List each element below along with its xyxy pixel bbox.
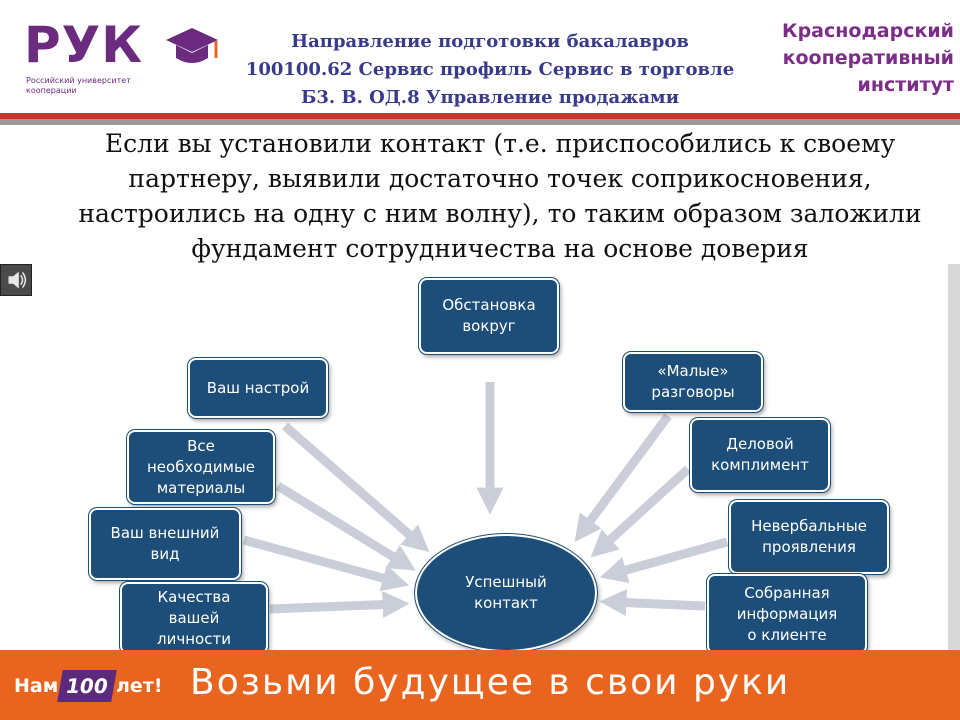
graduation-cap-icon bbox=[166, 28, 218, 63]
diagram-arrows bbox=[242, 382, 729, 619]
node-surroundings: Обстановка вокруг bbox=[419, 278, 559, 354]
node-small-talk: «Малые» разговоры bbox=[623, 352, 763, 412]
course-line-3: Б3. В. ОД.8 Управление продажами bbox=[300, 87, 680, 108]
footer-slogan: Возьми будущее в свои руки bbox=[190, 662, 791, 703]
arrow-right-3 bbox=[599, 537, 729, 584]
badge-prefix: Нам bbox=[14, 675, 59, 697]
speaker-icon[interactable] bbox=[0, 264, 32, 296]
node-materials: Все необходимые материалы bbox=[127, 430, 275, 504]
arrow-right-4 bbox=[599, 589, 706, 617]
header-divider-grey bbox=[0, 119, 960, 125]
badge-number: 100 bbox=[57, 670, 117, 702]
arrow-left-1 bbox=[282, 422, 430, 553]
node-business-compliment: Деловой комплимент bbox=[690, 418, 830, 492]
header-divider-red bbox=[0, 113, 960, 119]
node-personal-qualities: Качества вашей личности bbox=[120, 582, 268, 654]
node-successful-contact: Успешный контакт bbox=[415, 534, 597, 652]
institute-line-1: Краснодарский bbox=[782, 20, 954, 42]
arrow-left-2 bbox=[275, 482, 416, 571]
institute-name: Краснодарский кооперативный институт bbox=[762, 18, 954, 99]
badge-suffix: лет! bbox=[116, 675, 163, 697]
university-logo: РУК Российский университет кооперации bbox=[20, 14, 220, 104]
course-line-2: 100100.62 Сервис профиль Сервис в торгов… bbox=[245, 59, 735, 80]
header: РУК Российский университет кооперации На… bbox=[0, 0, 960, 125]
logo-subtitle: Российский университет кооперации bbox=[26, 76, 131, 95]
footer-banner: Нам 100 лет! Возьми будущее в свои руки bbox=[0, 650, 960, 720]
arrow-right-2 bbox=[590, 465, 692, 558]
course-title: Направление подготовки бакалавров 100100… bbox=[230, 28, 750, 112]
node-client-info: Собранная информация о клиенте bbox=[707, 574, 867, 654]
slide-edge-shadow bbox=[948, 264, 960, 656]
node-appearance: Ваш внешний вид bbox=[89, 508, 241, 580]
institute-line-2: кооперативный bbox=[782, 47, 954, 69]
course-line-1: Направление подготовки бакалавров bbox=[291, 31, 689, 52]
node-nonverbal: Невербальные проявления bbox=[729, 500, 889, 574]
arrow-left-4 bbox=[269, 591, 410, 619]
arrow-left-3 bbox=[242, 535, 410, 592]
intro-paragraph: Если вы установили контакт (т.е. приспос… bbox=[78, 129, 922, 263]
institute-line-3: институт bbox=[857, 74, 954, 96]
arrow-right-1 bbox=[574, 413, 672, 543]
contact-diagram: Обстановка вокруг Ваш настрой Все необхо… bbox=[0, 264, 960, 656]
logo-text: РУК bbox=[24, 16, 144, 74]
node-your-mood: Ваш настрой bbox=[188, 358, 328, 418]
anniversary-badge: Нам 100 лет! bbox=[14, 666, 163, 706]
